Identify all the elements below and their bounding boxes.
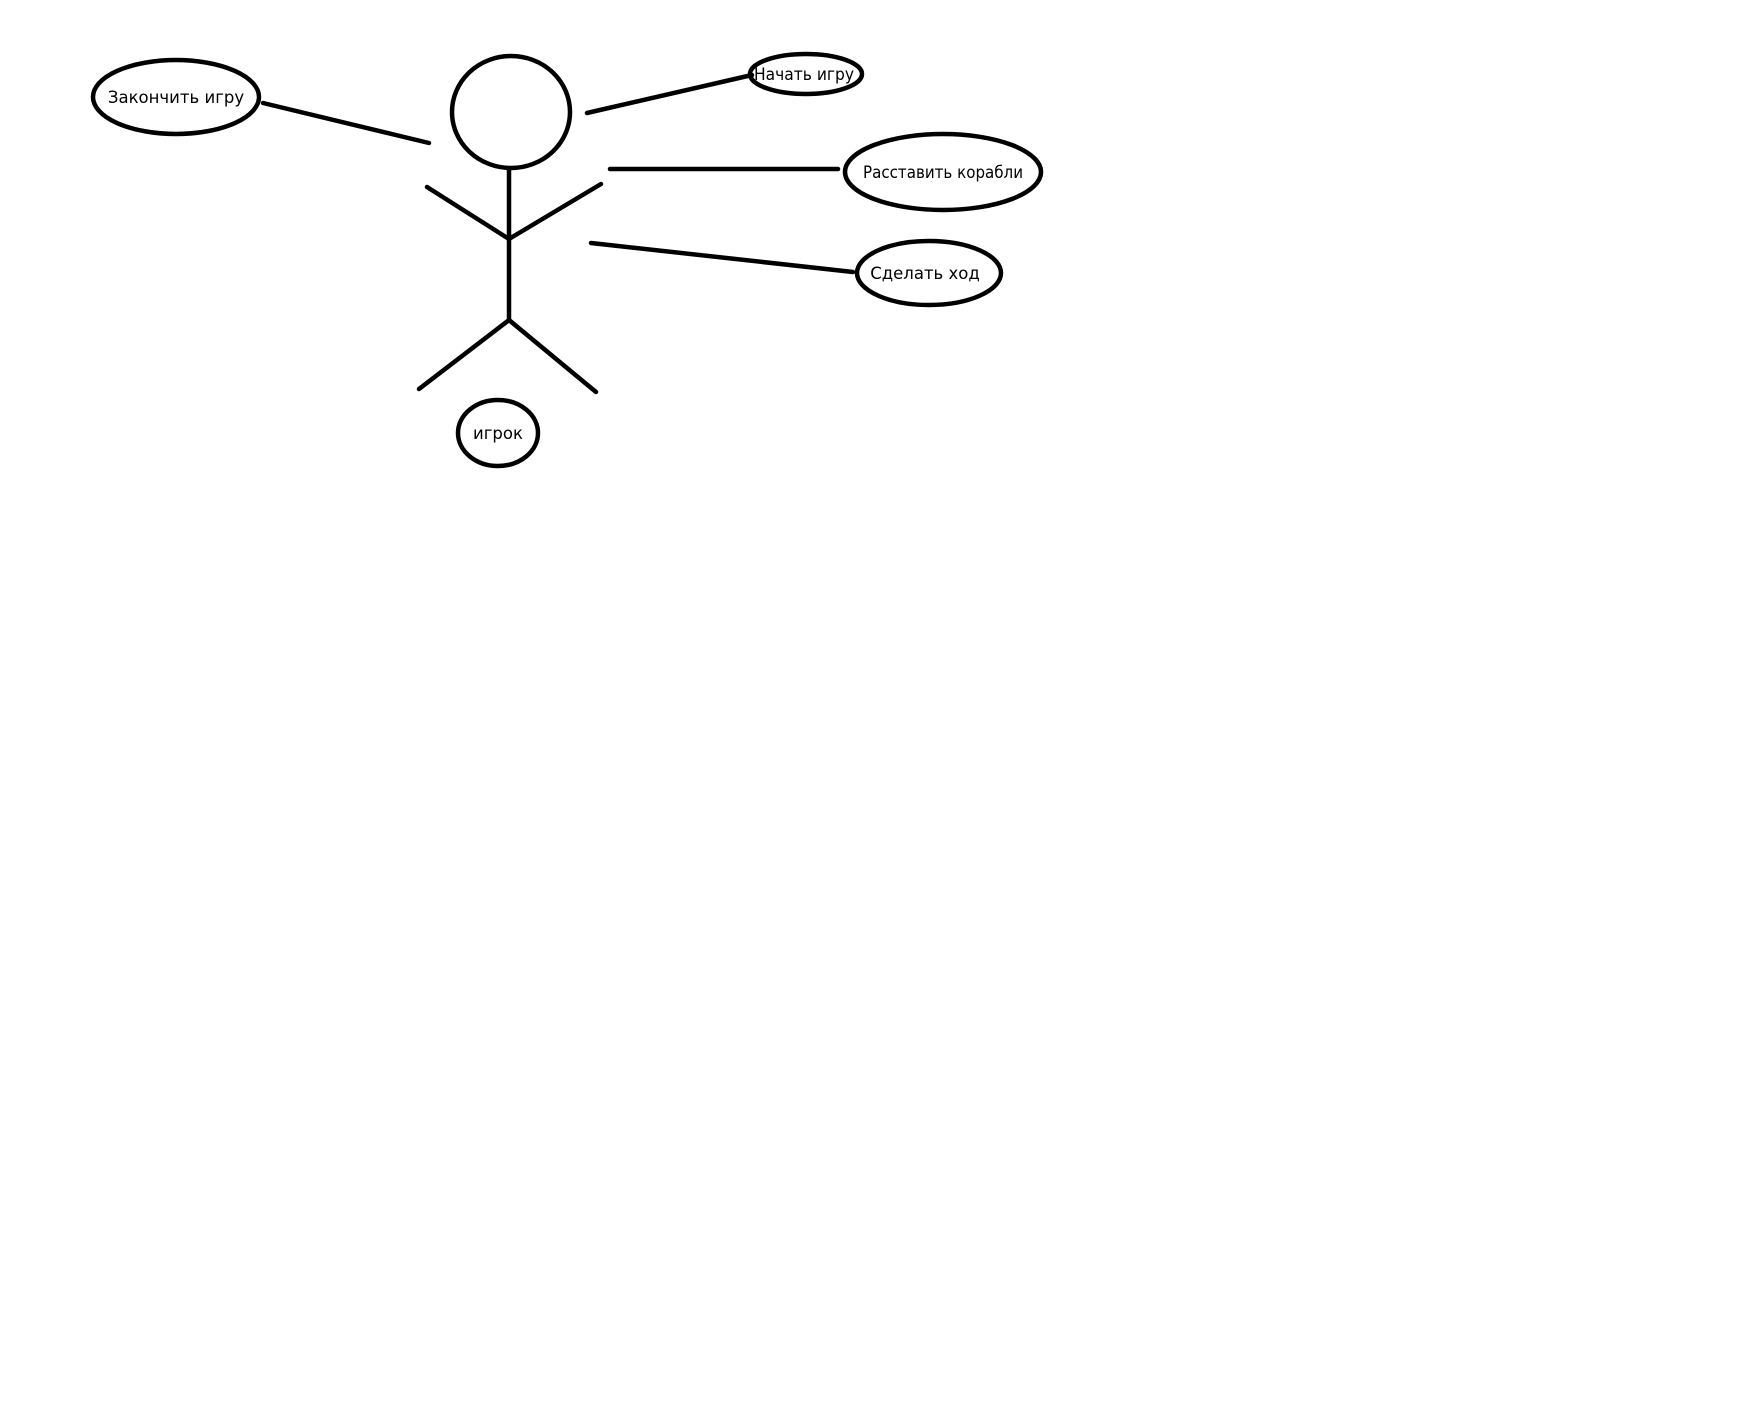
- use-case-place-ships: Расставить корабли: [842, 131, 1044, 213]
- actor-figure: [416, 53, 604, 395]
- actor-head: [449, 53, 573, 171]
- actor-name-ellipse: [455, 397, 541, 469]
- use-case-label: Закончить игру: [108, 88, 244, 107]
- use-case-label: Сделать ход: [870, 264, 980, 283]
- associations: [260, 72, 856, 275]
- use-case-ellipse: [854, 238, 1004, 308]
- use-case-make-move: Сделать ход: [854, 238, 1004, 308]
- actor-left-leg: [416, 317, 512, 392]
- use-case-end-game: Закончить игру: [90, 57, 262, 137]
- actor-right-leg: [506, 317, 599, 395]
- use-case-label: Расставить корабли: [863, 163, 1023, 182]
- use-case-ellipse: [90, 57, 262, 137]
- actor-left-arm: [424, 184, 512, 242]
- actor-name-node: игрок: [455, 397, 541, 469]
- association-end-game: [260, 100, 432, 146]
- actor-right-arm: [506, 181, 604, 242]
- actor-name-label: игрок: [473, 424, 523, 443]
- association-start-game: [584, 72, 755, 116]
- use-case-start-game: Начать игру: [747, 51, 865, 97]
- association-make-move: [588, 240, 856, 275]
- use-case-ellipse: [747, 51, 865, 97]
- use-case-label: Начать игру: [754, 65, 854, 84]
- use-case-ellipse: [842, 131, 1044, 213]
